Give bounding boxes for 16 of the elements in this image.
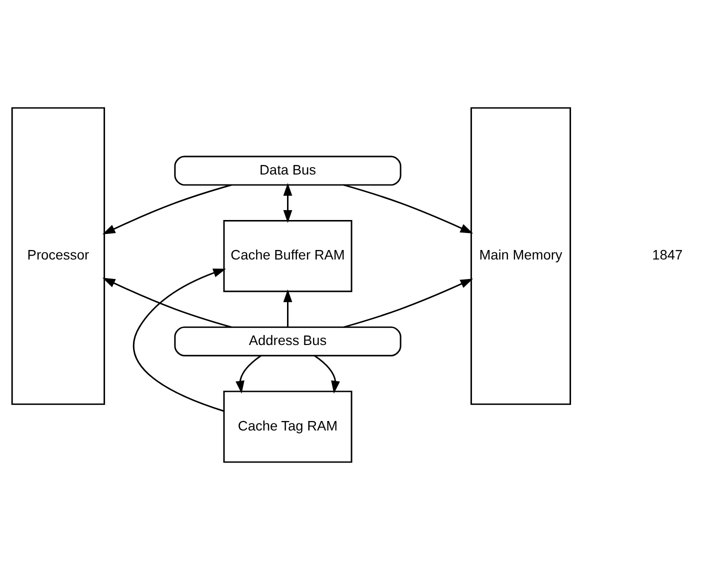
arrow [236, 354, 262, 394]
arrow [314, 354, 340, 394]
node-box: Cache Tag RAM [223, 390, 352, 462]
arrow [283, 182, 292, 222]
node-box: Cache Buffer RAM [223, 220, 352, 292]
arrow [102, 277, 232, 328]
arrow [283, 288, 292, 327]
arrow [343, 184, 474, 234]
node-box: Processor [11, 106, 106, 404]
label: 1847 [652, 247, 683, 262]
arrow [132, 268, 226, 412]
arrow [343, 278, 474, 328]
arrow [102, 184, 232, 234]
node-box: Address Bus [174, 326, 402, 356]
node-box: Main Memory [470, 106, 572, 404]
node-box: Data Bus [174, 155, 402, 186]
